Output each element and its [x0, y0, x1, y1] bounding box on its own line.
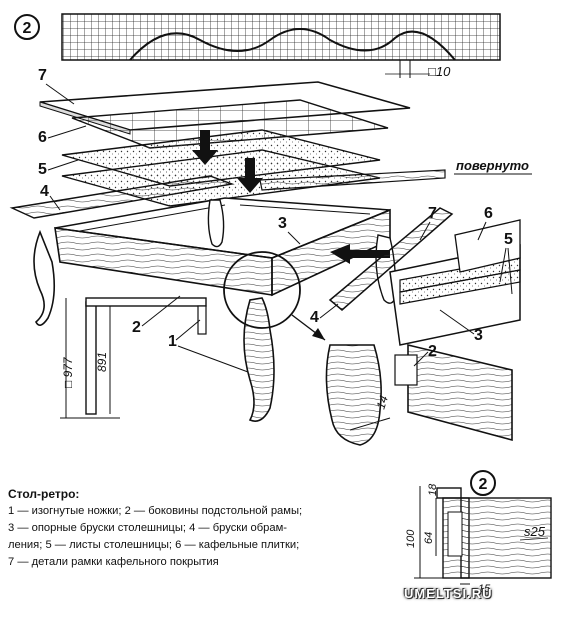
dim-18: 18 [427, 483, 439, 496]
rotated-label: повернуто [456, 158, 529, 173]
caption-line-1: 1 — изогнутые ножки; 2 — боковины подсто… [8, 505, 303, 517]
layer-4-frame-bars [9, 169, 446, 219]
dim-14: 14 [374, 394, 392, 411]
callout-2b: 2 [428, 343, 437, 360]
dim-15: 15 [478, 583, 491, 595]
section-2-detail [414, 486, 552, 585]
svg-text:2: 2 [23, 20, 32, 37]
caption-title: Стол-ретро: [8, 487, 80, 501]
dim-10: □10 [428, 64, 451, 79]
callout-1: 1 [168, 333, 177, 350]
figure-caption: Стол-ретро: 1 — изогнутые ножки; 2 — бок… [8, 486, 388, 571]
caption-line-2: 3 — опорные бруски столешницы; 4 — бруск… [8, 522, 288, 534]
callout-7b: 7 [428, 205, 437, 222]
callout-4a: 4 [40, 183, 49, 200]
arrow-to-detail [330, 244, 390, 264]
callout-5b: 5 [504, 231, 513, 248]
caption-line-4: 7 — детали рамки кафельного покрытия [8, 556, 219, 568]
dim-891: 891 [95, 352, 109, 372]
callout-3a: 3 [278, 215, 287, 232]
circle-mark-bottom: 2 [470, 470, 496, 496]
callout-5a: 5 [38, 161, 47, 178]
leg-front-left [33, 229, 56, 326]
callout-2a: 2 [132, 319, 141, 336]
callout-3b: 3 [474, 327, 483, 344]
detail-2-grid-strip [61, 13, 501, 78]
callout-4b: 4 [310, 309, 319, 326]
down-arrow-right [237, 158, 263, 193]
down-arrow-left [192, 130, 218, 165]
callout-6a: 6 [38, 129, 47, 146]
leg-front-right [243, 297, 275, 422]
caption-line-3: ления; 5 — листы столешницы; 6 — кафельн… [8, 539, 300, 551]
callout-6b: 6 [484, 205, 493, 222]
detail-magnifier [223, 251, 301, 329]
dim-64: 64 [423, 532, 435, 544]
side-view-dims [60, 297, 207, 419]
site-watermark: UMELTSI.RU [404, 586, 493, 601]
dim-s25: s25 [524, 524, 546, 539]
detail-rotated [325, 207, 521, 446]
circle-mark-top: 2 [14, 14, 40, 40]
dim-977: □ 977 [61, 356, 75, 388]
layer-6-tiles [71, 99, 389, 149]
leg-back-left [207, 199, 225, 248]
dim-100: 100 [405, 529, 417, 548]
svg-text:2: 2 [479, 476, 488, 493]
callout-7a: 7 [38, 67, 47, 84]
